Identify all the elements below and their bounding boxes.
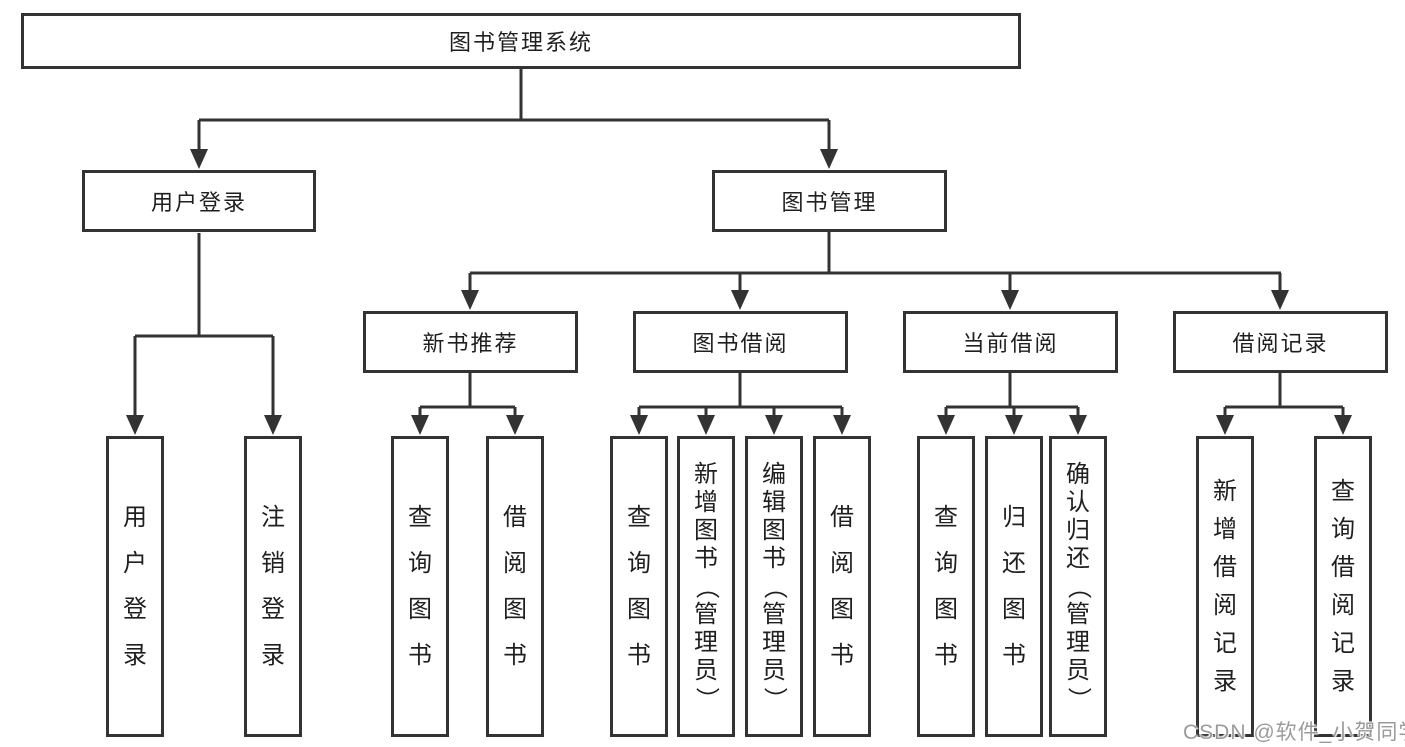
leaf-logout: 注销登录	[244, 436, 302, 737]
leaf-add-book-admin-label: 新增图书（管理员）	[693, 460, 720, 711]
node-user-login: 用户登录	[82, 170, 316, 232]
connector-book-mgmt-to-sections	[461, 232, 1289, 310]
connector-root-to-level2	[190, 68, 838, 169]
node-book-management: 图书管理	[712, 170, 947, 232]
leaf-return-book-label: 归还图书	[1002, 503, 1026, 669]
leaf-query-books-recommend-label: 查询图书	[408, 503, 432, 669]
leaf-user-login: 用户登录	[106, 436, 164, 737]
leaf-logout-label: 注销登录	[261, 503, 285, 669]
node-current-borrow-label: 当前借阅	[962, 331, 1059, 356]
node-book-borrow-label: 图书借阅	[692, 331, 789, 356]
connector-new-book-to-leaves	[411, 373, 524, 435]
leaf-borrow-books-recommend-label: 借阅图书	[503, 503, 527, 669]
leaf-add-borrow-record: 新增借阅记录	[1196, 436, 1254, 737]
leaf-query-books-borrow: 查询图书	[610, 436, 668, 737]
node-current-borrow: 当前借阅	[903, 311, 1118, 373]
leaf-borrow-books-recommend: 借阅图书	[486, 436, 544, 737]
node-new-book-recommend: 新书推荐	[363, 311, 578, 373]
node-borrow-records: 借阅记录	[1173, 311, 1388, 373]
leaf-query-borrow-record: 查询借阅记录	[1314, 436, 1372, 737]
connector-current-borrow-to-leaves	[937, 373, 1087, 435]
leaf-add-book-admin: 新增图书（管理员）	[677, 436, 735, 737]
leaf-edit-book-admin: 编辑图书（管理员）	[745, 436, 803, 737]
leaf-add-borrow-record-label: 新增借阅记录	[1213, 477, 1237, 695]
node-user-login-label: 用户登录	[150, 190, 247, 215]
csdn-watermark: CSDN @软件_小贺同学	[1183, 721, 1405, 744]
leaf-user-login-label: 用户登录	[123, 503, 147, 669]
leaf-confirm-return-admin-label: 确认归还（管理员）	[1065, 460, 1092, 711]
leaf-confirm-return-admin: 确认归还（管理员）	[1049, 436, 1107, 737]
leaf-query-books-borrow-label: 查询图书	[627, 503, 651, 669]
connector-book-borrow-to-leaves	[630, 373, 851, 435]
node-borrow-records-label: 借阅记录	[1232, 331, 1329, 356]
leaf-borrow-books: 借阅图书	[813, 436, 871, 737]
leaf-edit-book-admin-label: 编辑图书（管理员）	[761, 460, 788, 711]
leaf-query-books-recommend: 查询图书	[391, 436, 449, 737]
node-new-book-recommend-label: 新书推荐	[422, 331, 519, 356]
node-library-system-label: 图书管理系统	[448, 30, 593, 55]
leaf-query-books-current-label: 查询图书	[934, 503, 958, 669]
leaf-borrow-books-label: 借阅图书	[830, 503, 854, 669]
node-book-management-label: 图书管理	[781, 190, 878, 215]
connector-borrow-records-to-leaves	[1216, 373, 1352, 435]
leaf-return-book: 归还图书	[985, 436, 1043, 737]
leaf-query-books-current: 查询图书	[917, 436, 975, 737]
leaf-query-borrow-record-label: 查询借阅记录	[1331, 477, 1355, 695]
node-book-borrow: 图书借阅	[633, 311, 848, 373]
node-library-system: 图书管理系统	[21, 13, 1021, 69]
connector-user-login-to-leaves	[126, 233, 282, 435]
